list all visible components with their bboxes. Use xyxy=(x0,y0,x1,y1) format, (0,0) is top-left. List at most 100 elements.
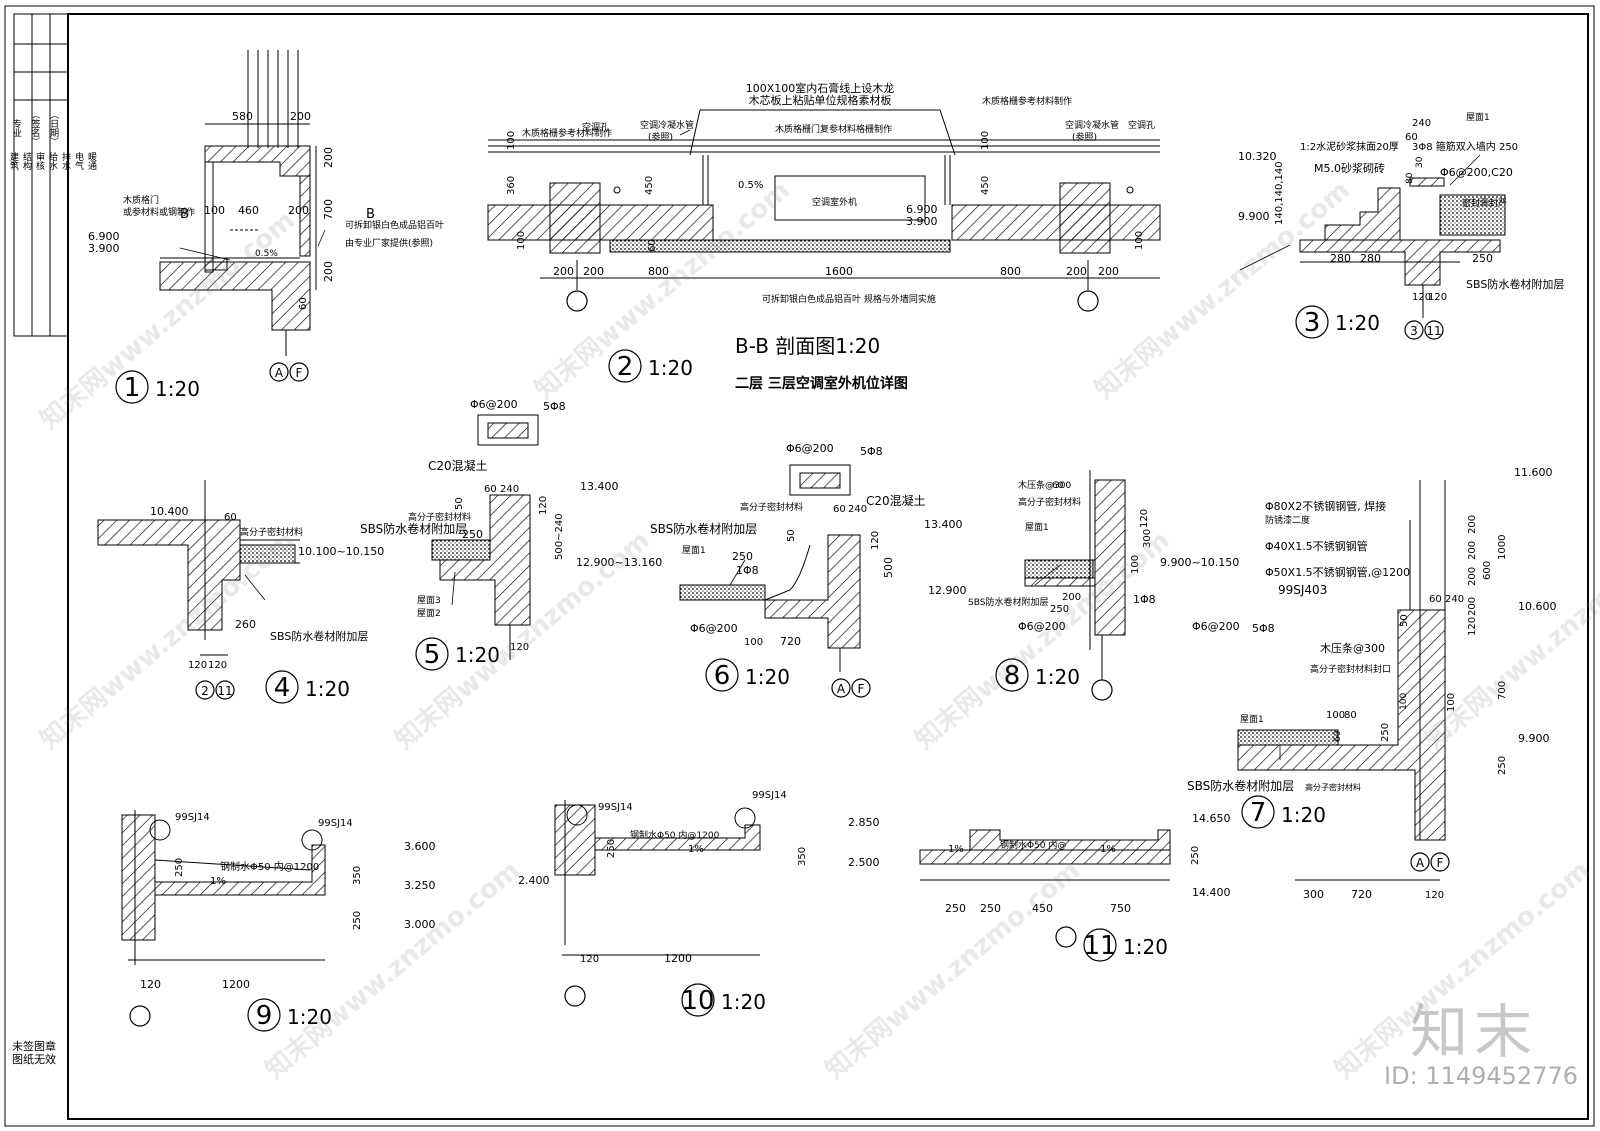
detail-scale: 1:20 xyxy=(721,990,766,1014)
drawing-label: 3.250 xyxy=(404,879,436,892)
drawing-label: 100 xyxy=(506,131,517,150)
drawing-label: 3.600 xyxy=(404,840,436,853)
drawing-label: 250 xyxy=(462,528,483,541)
detail-10-drawing xyxy=(554,800,761,956)
detail-number-circle xyxy=(1241,795,1275,829)
drawing-label: 空调冷凝水管 xyxy=(640,119,694,131)
drawing-label: 13.400 xyxy=(580,480,619,493)
axis-bubble xyxy=(195,680,215,700)
drawing-label: 9.900~10.150 xyxy=(1160,556,1239,569)
drawing-label: SBS防水卷材附加层 xyxy=(1187,778,1294,793)
drawing-label: 钢制水Φ50 内@1200 xyxy=(630,829,720,841)
drawing-label: 140,140,140 xyxy=(1274,161,1285,225)
axis-bubble xyxy=(564,985,586,1007)
axis-bubble xyxy=(1410,852,1430,872)
drawing-label: 200 xyxy=(553,265,574,278)
drawing-label: 1Φ8 xyxy=(1133,593,1156,606)
axis-label: 3 xyxy=(1410,324,1418,338)
drawing-label: (参照) xyxy=(1072,131,1097,143)
axis-bubble xyxy=(129,1005,151,1027)
detail-scale: 1:20 xyxy=(648,356,693,380)
drawing-label: 由专业厂家提供(参照) xyxy=(345,237,433,249)
drawing-label: Φ40X1.5不锈钢钢管 xyxy=(1265,539,1368,553)
drawing-label: 60 xyxy=(224,512,237,523)
drawing-label: 800 xyxy=(1000,265,1021,278)
strip-label-1: 专业 xyxy=(10,119,21,137)
drawing-label: 10.320 xyxy=(1238,150,1277,163)
drawing-label: SBS防水卷材附加层 xyxy=(650,521,757,536)
axis-bubble xyxy=(1077,290,1099,312)
detail-number-circle xyxy=(1083,928,1117,962)
drawing-label: 3Φ8 箍筋双入墙内 250 xyxy=(1412,140,1518,153)
signature-strip-labels: 专业 （签名） （日期） 建筑 结构 审核 给水 排水 电气 暖通 xyxy=(6,110,96,170)
axis-bubble xyxy=(851,678,871,698)
drawing-label: 可拆卸银白色成品铝百叶 xyxy=(345,219,444,231)
drawing-label: 120 xyxy=(510,642,529,653)
drawing-label: 木质格栅参考材料制作 xyxy=(982,95,1072,107)
drawing-label: SBS防水卷材附加层 xyxy=(968,596,1048,608)
outer-border xyxy=(4,5,1595,1127)
detail-scale: 1:20 xyxy=(287,1005,332,1029)
axis-bubble xyxy=(1430,852,1450,872)
drawing-label: 60 xyxy=(647,239,658,252)
drawing-label: 200 xyxy=(1467,541,1478,560)
detail-scale: 1:20 xyxy=(1281,803,1326,827)
drawing-label: 600 xyxy=(1482,561,1493,580)
drawing-label: 3.900 xyxy=(906,215,938,228)
drawing-label: 240 xyxy=(1445,594,1464,605)
detail-number: 6 xyxy=(714,661,731,691)
drawing-label: 99SJ14 xyxy=(752,790,787,801)
drawing-label: 60 xyxy=(1052,481,1064,491)
drawing-label: 10.400 xyxy=(150,505,189,518)
drawing-label: Φ6@200 xyxy=(1018,620,1066,633)
axis-bubble xyxy=(1055,926,1077,948)
drawing-label: 100 xyxy=(1399,693,1409,710)
drawing-label: 100 xyxy=(1134,231,1145,250)
drawing-label: 10.600 xyxy=(1518,600,1557,613)
drawing-label: 350 xyxy=(352,866,363,885)
detail-number-circle xyxy=(1295,305,1329,339)
drawing-label: 5Φ8 xyxy=(860,445,883,458)
drawing-label: 120 xyxy=(1412,292,1431,303)
drawing-label: 50 xyxy=(786,529,797,542)
drawing-label: 屋面1 xyxy=(1240,714,1264,725)
detail-number: 9 xyxy=(256,1001,273,1031)
drawing-label: 700 xyxy=(322,199,335,220)
drawing-label: 2.850 xyxy=(848,816,880,829)
drawing-label: Φ6@200 xyxy=(690,622,738,635)
drawing-label: 5Φ8 xyxy=(1252,622,1275,635)
drawing-label: 750 xyxy=(1110,902,1131,915)
detail-number-circle xyxy=(415,637,449,671)
drawing-label: 2.400 xyxy=(518,874,550,887)
drawing-label: 50 xyxy=(1399,614,1410,627)
drawing-label: 1:2水泥砂浆抹面20厚 xyxy=(1300,140,1399,153)
drawing-label: 260 xyxy=(235,618,256,631)
drawing-label: 100 xyxy=(1130,555,1141,574)
drawing-label: 450 xyxy=(644,176,655,195)
detail-1-drawing xyxy=(159,50,317,356)
detail-number-circle xyxy=(608,349,642,383)
drawing-label: 屋面2 xyxy=(417,608,441,619)
drawing-label: SBS防水卷材附加层 xyxy=(270,629,368,643)
axis-bubble xyxy=(1424,320,1444,340)
axis-label: 2 xyxy=(201,684,209,698)
drawing-label: 60 xyxy=(1429,594,1442,605)
drawing-label: 9.900 xyxy=(1518,732,1550,745)
sheet-title: 二层 三层空调室外机位详图 xyxy=(735,375,908,392)
drawing-label: 250 xyxy=(1497,756,1508,775)
detail-number-circle xyxy=(265,670,299,704)
strip-label-3: （日期） xyxy=(48,110,59,146)
brand-logo: 知末 xyxy=(1409,998,1538,1066)
axis-label: 11 xyxy=(1426,324,1441,338)
drawing-label: 1Φ8 xyxy=(736,564,759,577)
drawing-label: 100X100室内石膏线上设木龙 xyxy=(746,81,895,95)
detail-scale: 1:20 xyxy=(155,377,200,401)
drawing-label: 99SJ14 xyxy=(318,818,353,829)
detail-scale: 1:20 xyxy=(1335,311,1380,335)
drawing-label: 60 xyxy=(1405,132,1418,143)
axis-label: F xyxy=(296,366,303,380)
detail-number: 2 xyxy=(617,352,634,382)
strip-label-5: 结构 xyxy=(21,152,31,170)
drawing-label: 9.900 xyxy=(1238,210,1270,223)
drawing-label: SBS防水卷材附加层 xyxy=(360,521,467,536)
